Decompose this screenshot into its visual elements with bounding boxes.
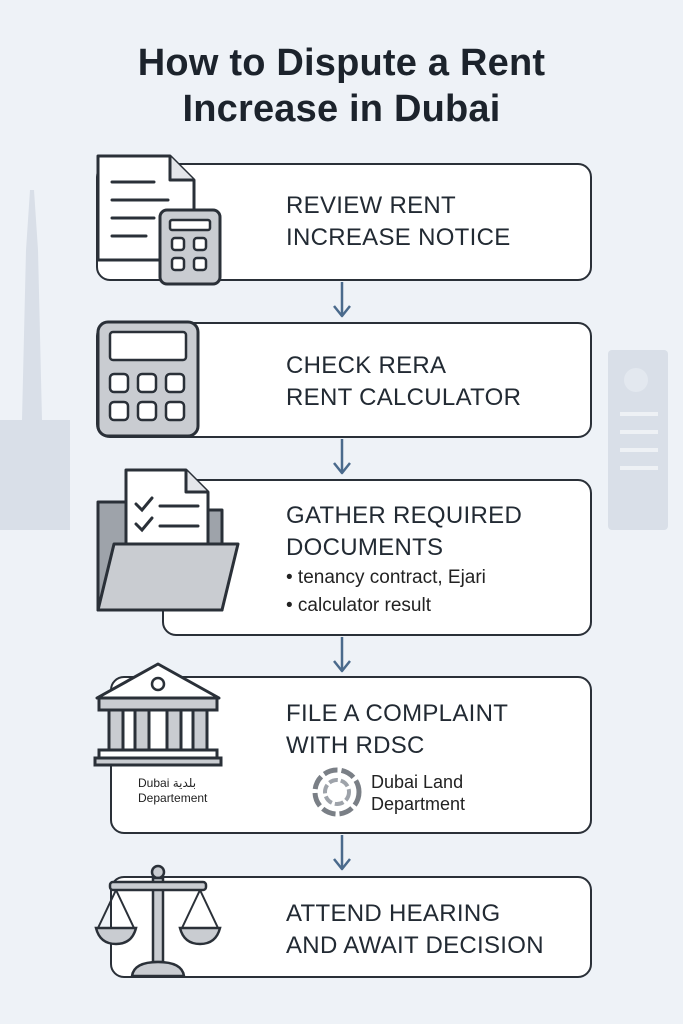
step-5-label: ATTEND HEARING AND AWAIT DECISION xyxy=(286,898,544,962)
arrow-down-icon xyxy=(333,282,351,318)
folder-checklist-icon xyxy=(96,468,240,612)
step-3-bullets: • tenancy contract, Ejari • calculator r… xyxy=(286,564,486,620)
arrow-down-icon xyxy=(333,835,351,871)
step-2-line-2: RENT CALCULATOR xyxy=(286,384,522,411)
step-3-label: GATHER REQUIRED DOCUMENTS xyxy=(286,500,522,564)
step-4-label: FILE A COMPLAINT WITH RDSC xyxy=(286,698,508,762)
step-2-line-1: CHECK RERA xyxy=(286,352,447,379)
dubai-logo-line-1: Dubai بلدية xyxy=(138,776,197,790)
bullet-item: • calculator result xyxy=(286,595,431,616)
dubai-municipality-logo-text: Dubai بلدية Departement xyxy=(138,776,207,806)
step-1-line-1: REVIEW RENT xyxy=(286,192,456,219)
step-5-line-1: ATTEND HEARING xyxy=(286,900,501,927)
dubai-land-department-logo-icon xyxy=(312,767,362,817)
step-1-line-2: INCREASE NOTICE xyxy=(286,224,511,251)
dubai-logo-line-2: Departement xyxy=(138,791,208,805)
step-3-line-2: DOCUMENTS xyxy=(286,534,444,561)
dld-line-2: Department xyxy=(371,794,466,814)
page-title: How to Dispute a Rent Increase in Dubai xyxy=(0,40,683,132)
calculator-icon xyxy=(96,320,200,438)
document-calculator-icon xyxy=(96,154,222,286)
title-line-1: How to Dispute a Rent xyxy=(137,42,546,84)
scales-of-justice-icon xyxy=(94,864,222,978)
dubai-land-department-text: Dubai Land Department xyxy=(371,771,465,815)
courthouse-icon xyxy=(93,662,223,767)
background-skyline xyxy=(0,190,668,530)
dld-line-1: Dubai Land xyxy=(371,772,464,792)
title-line-2: Increase in Dubai xyxy=(182,88,501,130)
step-2-label: CHECK RERA RENT CALCULATOR xyxy=(286,350,521,414)
bullet-item: • tenancy contract, Ejari xyxy=(286,567,486,588)
step-1-label: REVIEW RENT INCREASE NOTICE xyxy=(286,190,511,254)
arrow-down-icon xyxy=(333,439,351,475)
arrow-down-icon xyxy=(333,637,351,673)
step-4-line-2: WITH RDSC xyxy=(286,732,425,759)
step-5-line-2: AND AWAIT DECISION xyxy=(286,932,544,959)
step-4-line-1: FILE A COMPLAINT xyxy=(286,700,509,727)
step-3-line-1: GATHER REQUIRED xyxy=(286,502,523,529)
